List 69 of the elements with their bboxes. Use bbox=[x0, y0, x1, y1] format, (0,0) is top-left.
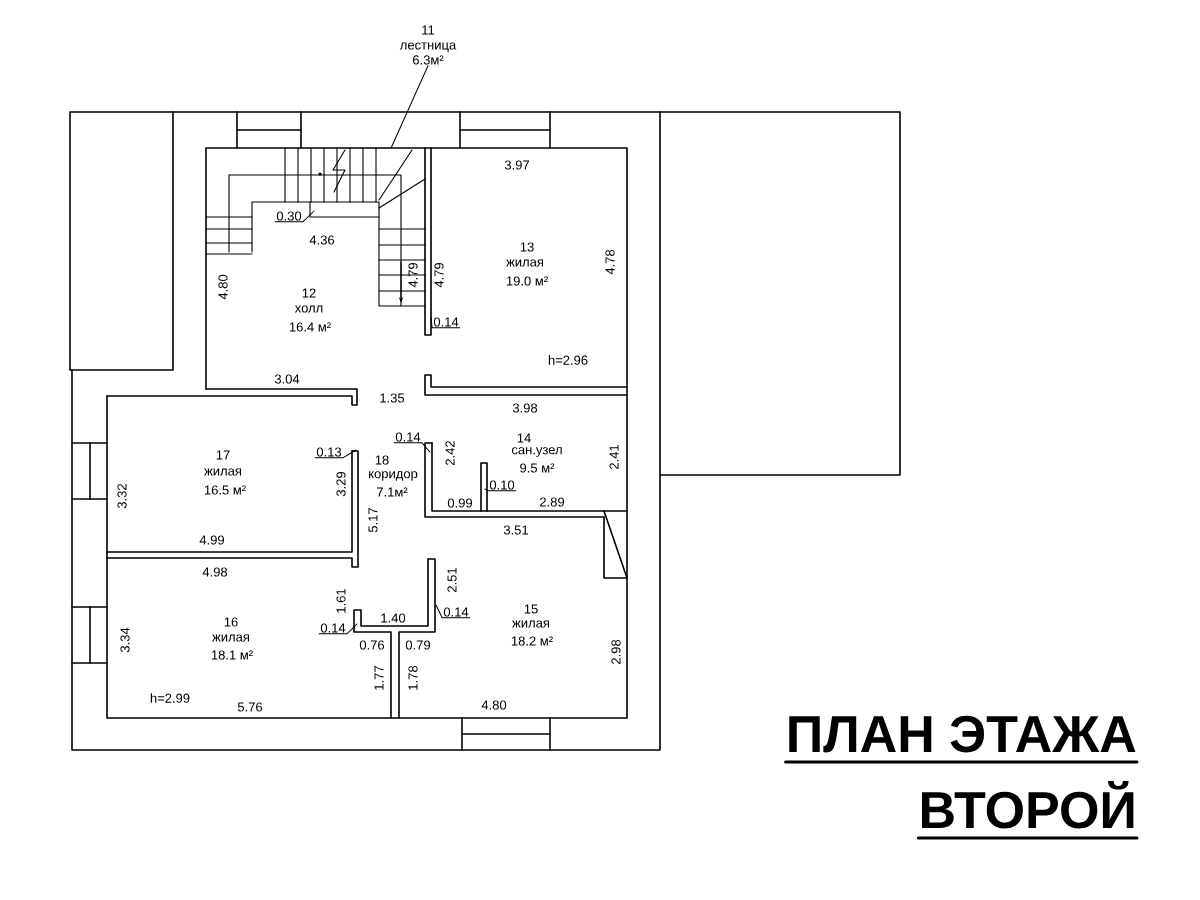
dimension-label: 3.32 bbox=[117, 484, 127, 509]
room-area: 9.5 м² bbox=[520, 463, 555, 473]
dimension-label: 3.04 bbox=[274, 374, 300, 384]
dimension-label: 3.51 bbox=[503, 525, 529, 535]
room-number: 17 bbox=[216, 450, 230, 460]
leader-line bbox=[314, 449, 357, 459]
ceiling-height-label: h=2.99 bbox=[150, 693, 190, 703]
dimension-label: 4.99 bbox=[199, 535, 225, 545]
leader-line bbox=[390, 65, 429, 149]
dimension-label: 0.14 bbox=[320, 623, 346, 633]
dimension-label: 5.17 bbox=[368, 508, 378, 533]
room-area: 7.1м² bbox=[377, 487, 408, 497]
dimension-label: 4.80 bbox=[218, 274, 228, 300]
leader-line bbox=[318, 623, 358, 635]
leader-line bbox=[274, 210, 315, 223]
dimension-label: 3.98 bbox=[512, 403, 538, 413]
room-number: 12 bbox=[302, 288, 316, 298]
dimension-label: 0.13 bbox=[316, 447, 342, 457]
dimension-label: 4.79 bbox=[408, 262, 418, 288]
dimension-label: 4.78 bbox=[605, 249, 615, 275]
dimension-label: 0.99 bbox=[447, 498, 473, 508]
room-number: 15 bbox=[524, 604, 538, 614]
dimension-label: 2.98 bbox=[611, 639, 621, 664]
room-area: 16.5 м² bbox=[204, 485, 246, 495]
dimension-label: 0.79 bbox=[405, 640, 431, 650]
room-number: 18 bbox=[375, 455, 389, 465]
dimension-label: 2.42 bbox=[445, 441, 455, 465]
room-area: 18.2 м² bbox=[511, 636, 553, 646]
plan-heading: ВТОРОЙ bbox=[916, 780, 1139, 840]
room-area: 19.0 м² bbox=[506, 276, 548, 286]
room-name: жилая bbox=[212, 634, 249, 642]
room-number: 14 bbox=[517, 433, 531, 443]
leader-line bbox=[393, 442, 431, 453]
room-name: жилая bbox=[204, 468, 241, 476]
room-name: жилая bbox=[506, 259, 543, 267]
room-area: 16.4 м² bbox=[289, 322, 331, 332]
dimension-label: 0.76 bbox=[359, 640, 385, 650]
dimension-label: 1.35 bbox=[380, 393, 405, 403]
dimension-label: 1.77 bbox=[374, 666, 384, 690]
dimension-label: 0.10 bbox=[489, 480, 515, 490]
dimension-label: 1.40 bbox=[381, 613, 406, 623]
leader-line bbox=[484, 488, 517, 492]
dimension-label: 2.89 bbox=[540, 497, 565, 507]
room-area: 18.1 м² bbox=[211, 650, 253, 660]
room-name: сан.узел bbox=[511, 447, 562, 457]
dimension-label: 3.29 bbox=[336, 471, 346, 497]
dimension-label: 3.97 bbox=[504, 160, 529, 170]
leader-line bbox=[435, 604, 471, 619]
dimension-label: 4.36 bbox=[309, 235, 335, 245]
dimension-label: 2.51 bbox=[447, 568, 457, 592]
ceiling-height-label: h=2.96 bbox=[548, 355, 588, 365]
room-name: жилая bbox=[512, 620, 549, 628]
room-number: 13 bbox=[520, 242, 534, 252]
room-name: холл bbox=[294, 305, 323, 313]
dimension-label: 0.14 bbox=[433, 317, 459, 327]
dimension-label: 4.98 bbox=[202, 567, 228, 577]
dimension-label: 0.14 bbox=[395, 432, 421, 442]
staircase-drawing bbox=[205, 147, 426, 307]
dimension-label: 1.61 bbox=[336, 589, 346, 613]
dimension-label: 2.41 bbox=[609, 445, 619, 469]
dimension-label: 5.76 bbox=[237, 702, 263, 712]
plan-heading: ПЛАН ЭТАЖА bbox=[784, 715, 1139, 764]
dimension-label: 0.14 bbox=[443, 607, 469, 617]
stair-label: 11 лестница 6.3м² bbox=[399, 25, 457, 65]
dimension-label: 3.34 bbox=[120, 627, 130, 653]
room-number: 16 bbox=[224, 617, 238, 627]
dimension-label: 1.78 bbox=[408, 665, 418, 690]
dimension-label: 4.80 bbox=[481, 700, 507, 710]
room-name: коридор bbox=[369, 471, 418, 481]
